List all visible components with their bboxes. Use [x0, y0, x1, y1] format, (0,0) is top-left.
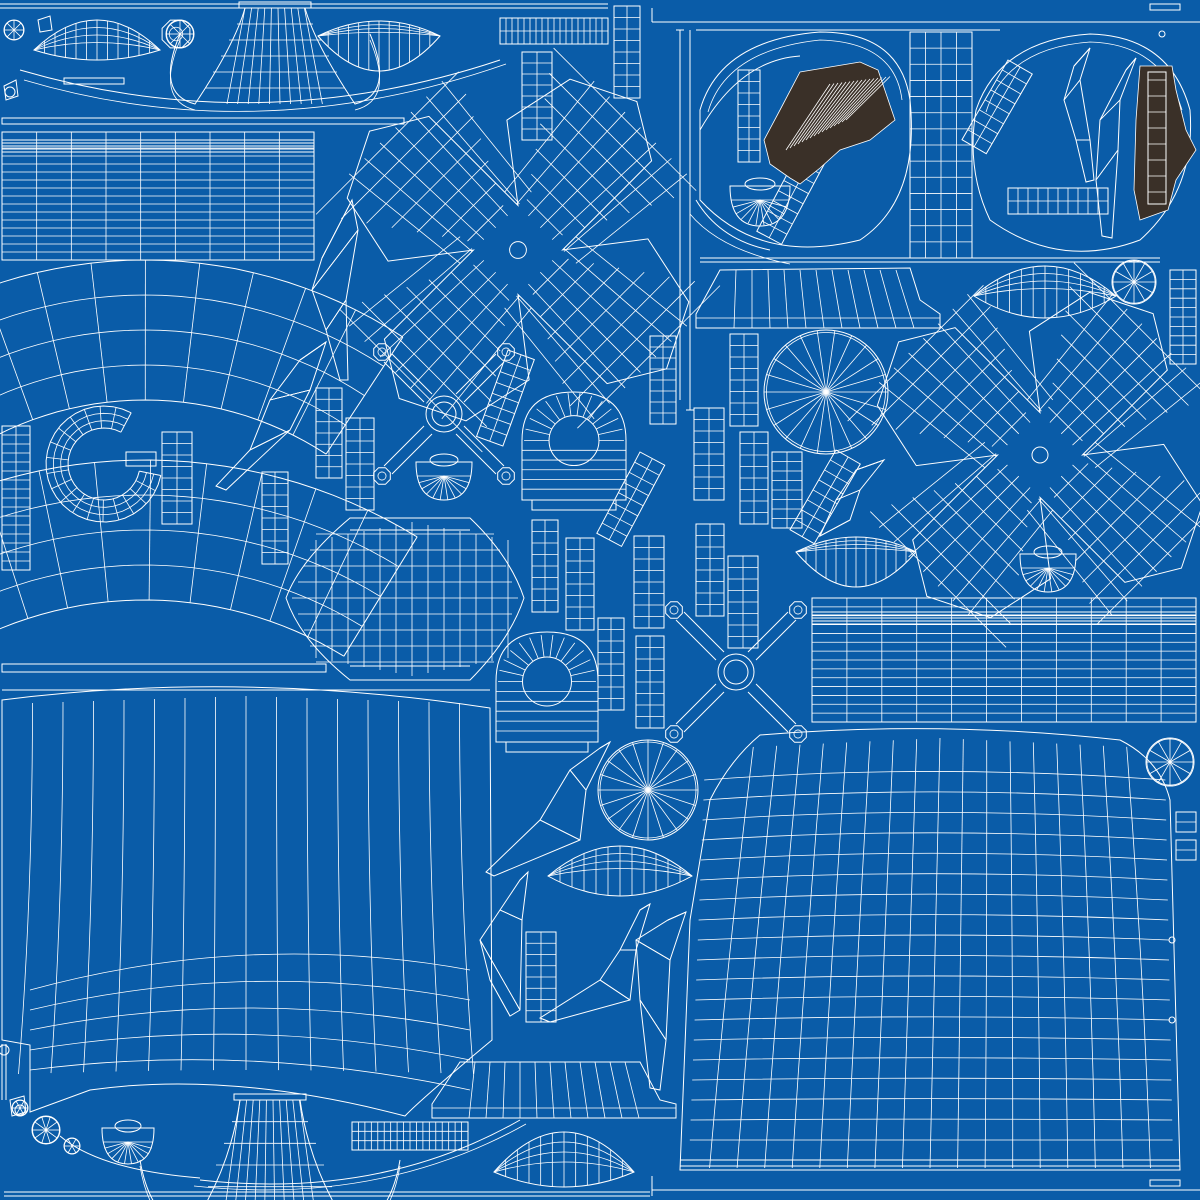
uv-small-strips [161, 5, 1197, 1023]
uv-arch-islands [495, 391, 627, 753]
uv-oval-rings [689, 29, 1192, 265]
uv-curved-band-upper-left [0, 259, 404, 455]
uv-shaded-islands [763, 61, 1197, 221]
uv-bridge-shapes [19, 1, 941, 1200]
uv-octagon-shape [45, 19, 191, 523]
uv-large-panel-left [1, 686, 493, 1117]
uv-grid-strip-right [811, 597, 1197, 723]
uv-misc-fragments [0, 15, 1176, 1117]
uv-lens-shapes [33, 19, 1117, 1188]
uv-x-island-right [847, 262, 1200, 648]
uv-large-panel-right [679, 728, 1181, 1171]
uv-grid-strip-top-left [1, 17, 1197, 1151]
uv-x-island-center [315, 47, 721, 453]
uv-cross-connectors [373, 343, 807, 743]
uv-fin-shapes [215, 47, 1137, 1091]
